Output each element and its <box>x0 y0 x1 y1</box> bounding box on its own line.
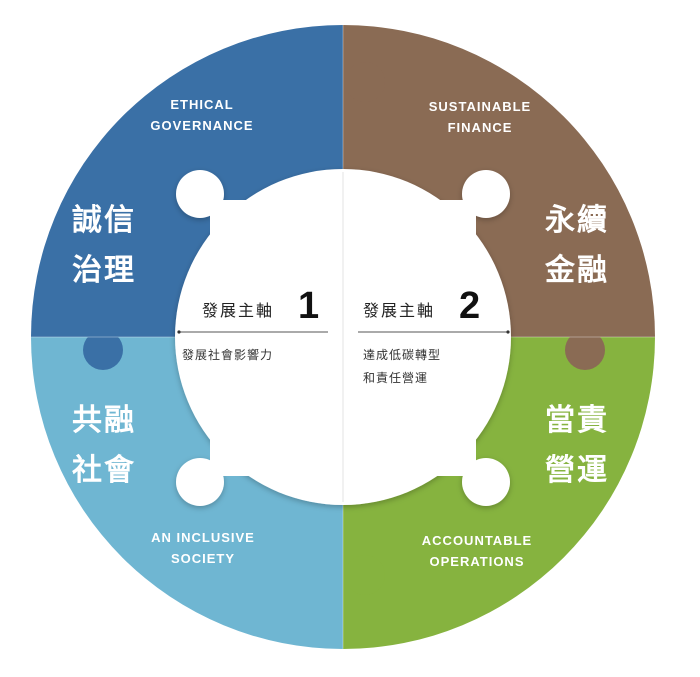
svg-text:誠信: 誠信 <box>72 203 136 238</box>
svg-text:營運: 營運 <box>545 453 609 488</box>
axis-1-block: 發展主軸 1 發展社會影響力 <box>177 285 328 362</box>
svg-text:當責: 當責 <box>545 403 609 438</box>
svg-text:治理: 治理 <box>72 253 136 288</box>
label-inclusive-society-zh: 共融 社會 <box>72 403 136 488</box>
axis-1-desc-line1: 發展社會影響力 <box>182 347 273 362</box>
svg-text:永續: 永續 <box>545 203 609 238</box>
svg-text:SOCIETY: SOCIETY <box>171 551 235 566</box>
label-sustainable-finance-en: SUSTAINABLE FINANCE <box>429 99 531 135</box>
svg-text:社會: 社會 <box>72 453 136 488</box>
axis-2-block: 發展主軸 2 達成低碳轉型 和責任營運 <box>358 285 510 385</box>
axis-1-title: 發展主軸 <box>202 301 274 320</box>
svg-text:FINANCE: FINANCE <box>448 120 513 135</box>
svg-text:金融: 金融 <box>544 253 609 288</box>
svg-text:GOVERNANCE: GOVERNANCE <box>150 118 253 133</box>
axis-2-number: 2 <box>459 285 480 327</box>
label-accountable-operations-zh: 當責 營運 <box>545 403 609 488</box>
label-inclusive-society-en: AN INCLUSIVE SOCIETY <box>151 530 255 566</box>
axis-2-title: 發展主軸 <box>363 301 435 320</box>
axis-1-number: 1 <box>298 285 319 327</box>
label-accountable-operations-en: ACCOUNTABLE OPERATIONS <box>422 533 532 569</box>
axis-2-desc-line1: 達成低碳轉型 <box>363 348 441 362</box>
svg-text:OPERATIONS: OPERATIONS <box>430 554 525 569</box>
label-ethical-governance-en: ETHICAL GOVERNANCE <box>150 97 253 133</box>
svg-text:共融: 共融 <box>72 403 136 438</box>
label-sustainable-finance-zh: 永續 金融 <box>544 203 609 288</box>
svg-text:AN INCLUSIVE: AN INCLUSIVE <box>151 530 255 545</box>
label-ethical-governance-zh: 誠信 治理 <box>72 203 136 288</box>
svg-text:SUSTAINABLE: SUSTAINABLE <box>429 99 531 114</box>
svg-text:ACCOUNTABLE: ACCOUNTABLE <box>422 533 532 548</box>
svg-text:ETHICAL: ETHICAL <box>170 97 233 112</box>
axis-2-desc-line2: 和責任營運 <box>363 371 428 385</box>
